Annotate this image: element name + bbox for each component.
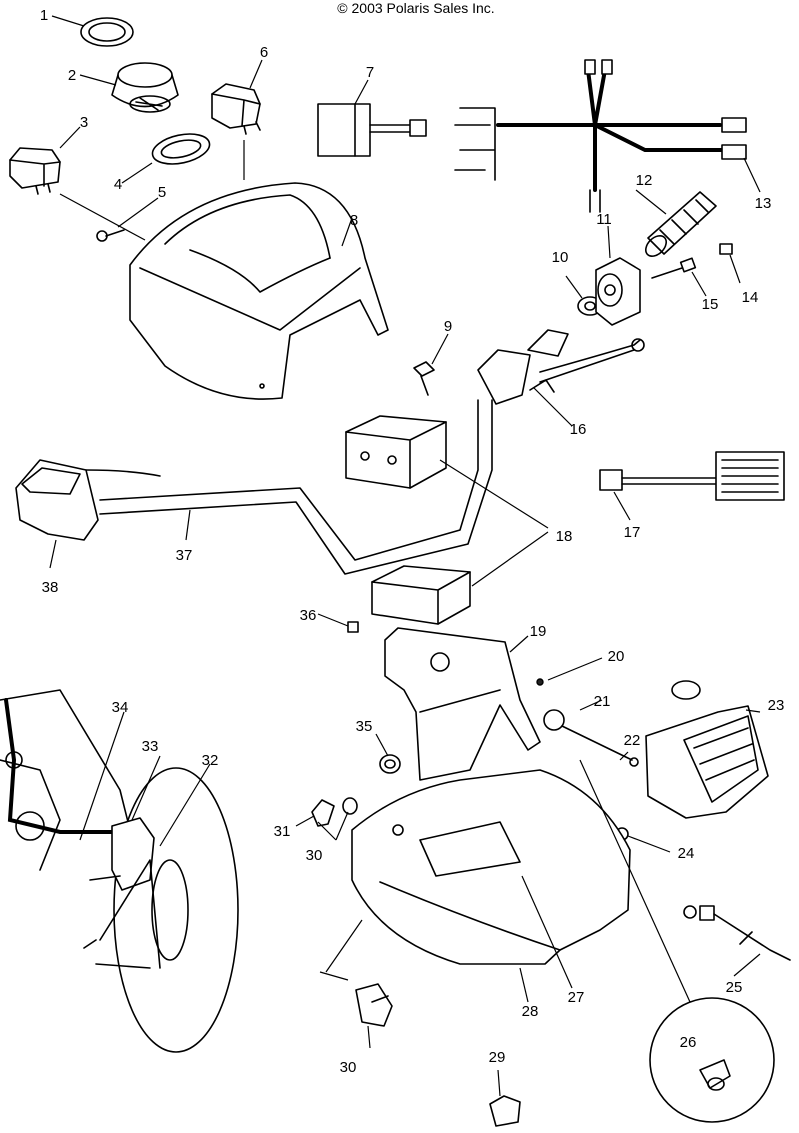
part-37-handlebar	[99, 399, 493, 575]
callout-34: 34	[112, 699, 129, 716]
part-14-end-cap	[719, 243, 733, 255]
callout-33: 33	[142, 738, 159, 755]
part-15-screw	[651, 257, 697, 279]
leader-lines	[49, 15, 761, 1097]
callout-36: 36	[300, 607, 317, 624]
callout-14: 14	[742, 289, 759, 306]
callout-15: 15	[702, 296, 719, 313]
callout-28: 28	[522, 1003, 539, 1020]
copyright-notice: © 2003 Polaris Sales Inc.	[337, 0, 494, 16]
callout-17: 17	[624, 524, 641, 541]
part-wiring-harness	[454, 59, 747, 213]
part-25-cable	[683, 905, 791, 961]
callout-18: 18	[556, 528, 573, 545]
part-20-screw	[536, 678, 544, 686]
callout-37: 37	[176, 547, 193, 564]
callout-13: 13	[755, 195, 772, 212]
callout-7: 7	[366, 64, 374, 81]
part-2-gauge-housing	[111, 62, 179, 113]
callout-10: 10	[552, 249, 569, 266]
part-5-screw	[96, 229, 125, 242]
part-29-clip	[489, 1095, 521, 1127]
callout-25: 25	[726, 979, 743, 996]
callout-22: 22	[624, 732, 641, 749]
part-17-heater-pad	[599, 451, 785, 501]
part-1-trim-ring	[80, 17, 134, 47]
callout-8: 8	[350, 212, 358, 229]
callout-21: 21	[594, 693, 611, 710]
callout-1: 1	[40, 7, 48, 24]
callout-9: 9	[444, 318, 452, 335]
callout-24: 24	[678, 845, 695, 862]
part-19-mount-bracket	[384, 627, 541, 781]
part-6-switch	[211, 83, 261, 135]
part-12-handlebar-grip	[645, 191, 717, 257]
callout-27: 27	[568, 989, 585, 1006]
part-11-throttle-housing	[595, 257, 641, 326]
callout-31: 31	[274, 823, 291, 840]
callout-12: 12	[636, 172, 653, 189]
part-4-bezel-ring	[151, 133, 211, 165]
callout-29: 29	[489, 1049, 506, 1066]
callout-3: 3	[80, 114, 88, 131]
callout-30b: 30	[340, 1059, 357, 1076]
part-28-front-cowl	[351, 769, 631, 965]
callout-19: 19	[530, 623, 547, 640]
part-21-22-adjuster	[543, 709, 639, 767]
part-9-bolt	[413, 361, 435, 396]
callout-11: 11	[596, 211, 612, 228]
part-7-module	[317, 103, 427, 157]
part-drawings	[0, 17, 791, 1127]
callout-16: 16	[570, 421, 587, 438]
callout-35: 35	[356, 718, 373, 735]
part-31-light-socket	[311, 799, 335, 827]
part-3-switch	[9, 147, 61, 195]
part-30-bulb-socket	[342, 797, 393, 1027]
callout-32: 32	[202, 752, 219, 769]
callout-6: 6	[260, 44, 268, 61]
callout-4: 4	[114, 176, 122, 193]
callout-26: 26	[680, 1034, 697, 1051]
part-16-brake-lever	[477, 329, 645, 405]
callout-20: 20	[608, 648, 625, 665]
callout-labels: 1 2 3 4 5 6 7 8 9 10 11 12 13 14 15 16 1…	[40, 7, 785, 1076]
part-35-grommet	[379, 754, 401, 774]
part-38-master-cylinder	[15, 459, 161, 541]
part-18-handlebar-clamps	[345, 415, 471, 625]
part-26-detail-view	[649, 997, 775, 1123]
part-32-34-brake-assembly	[0, 689, 239, 1053]
part-23-headlamp	[645, 680, 769, 819]
callout-2: 2	[68, 67, 76, 84]
part-36-nut	[347, 621, 359, 633]
callout-5: 5	[158, 184, 166, 201]
callout-30a: 30	[306, 847, 323, 864]
callout-23: 23	[768, 697, 785, 714]
callout-38: 38	[42, 579, 59, 596]
